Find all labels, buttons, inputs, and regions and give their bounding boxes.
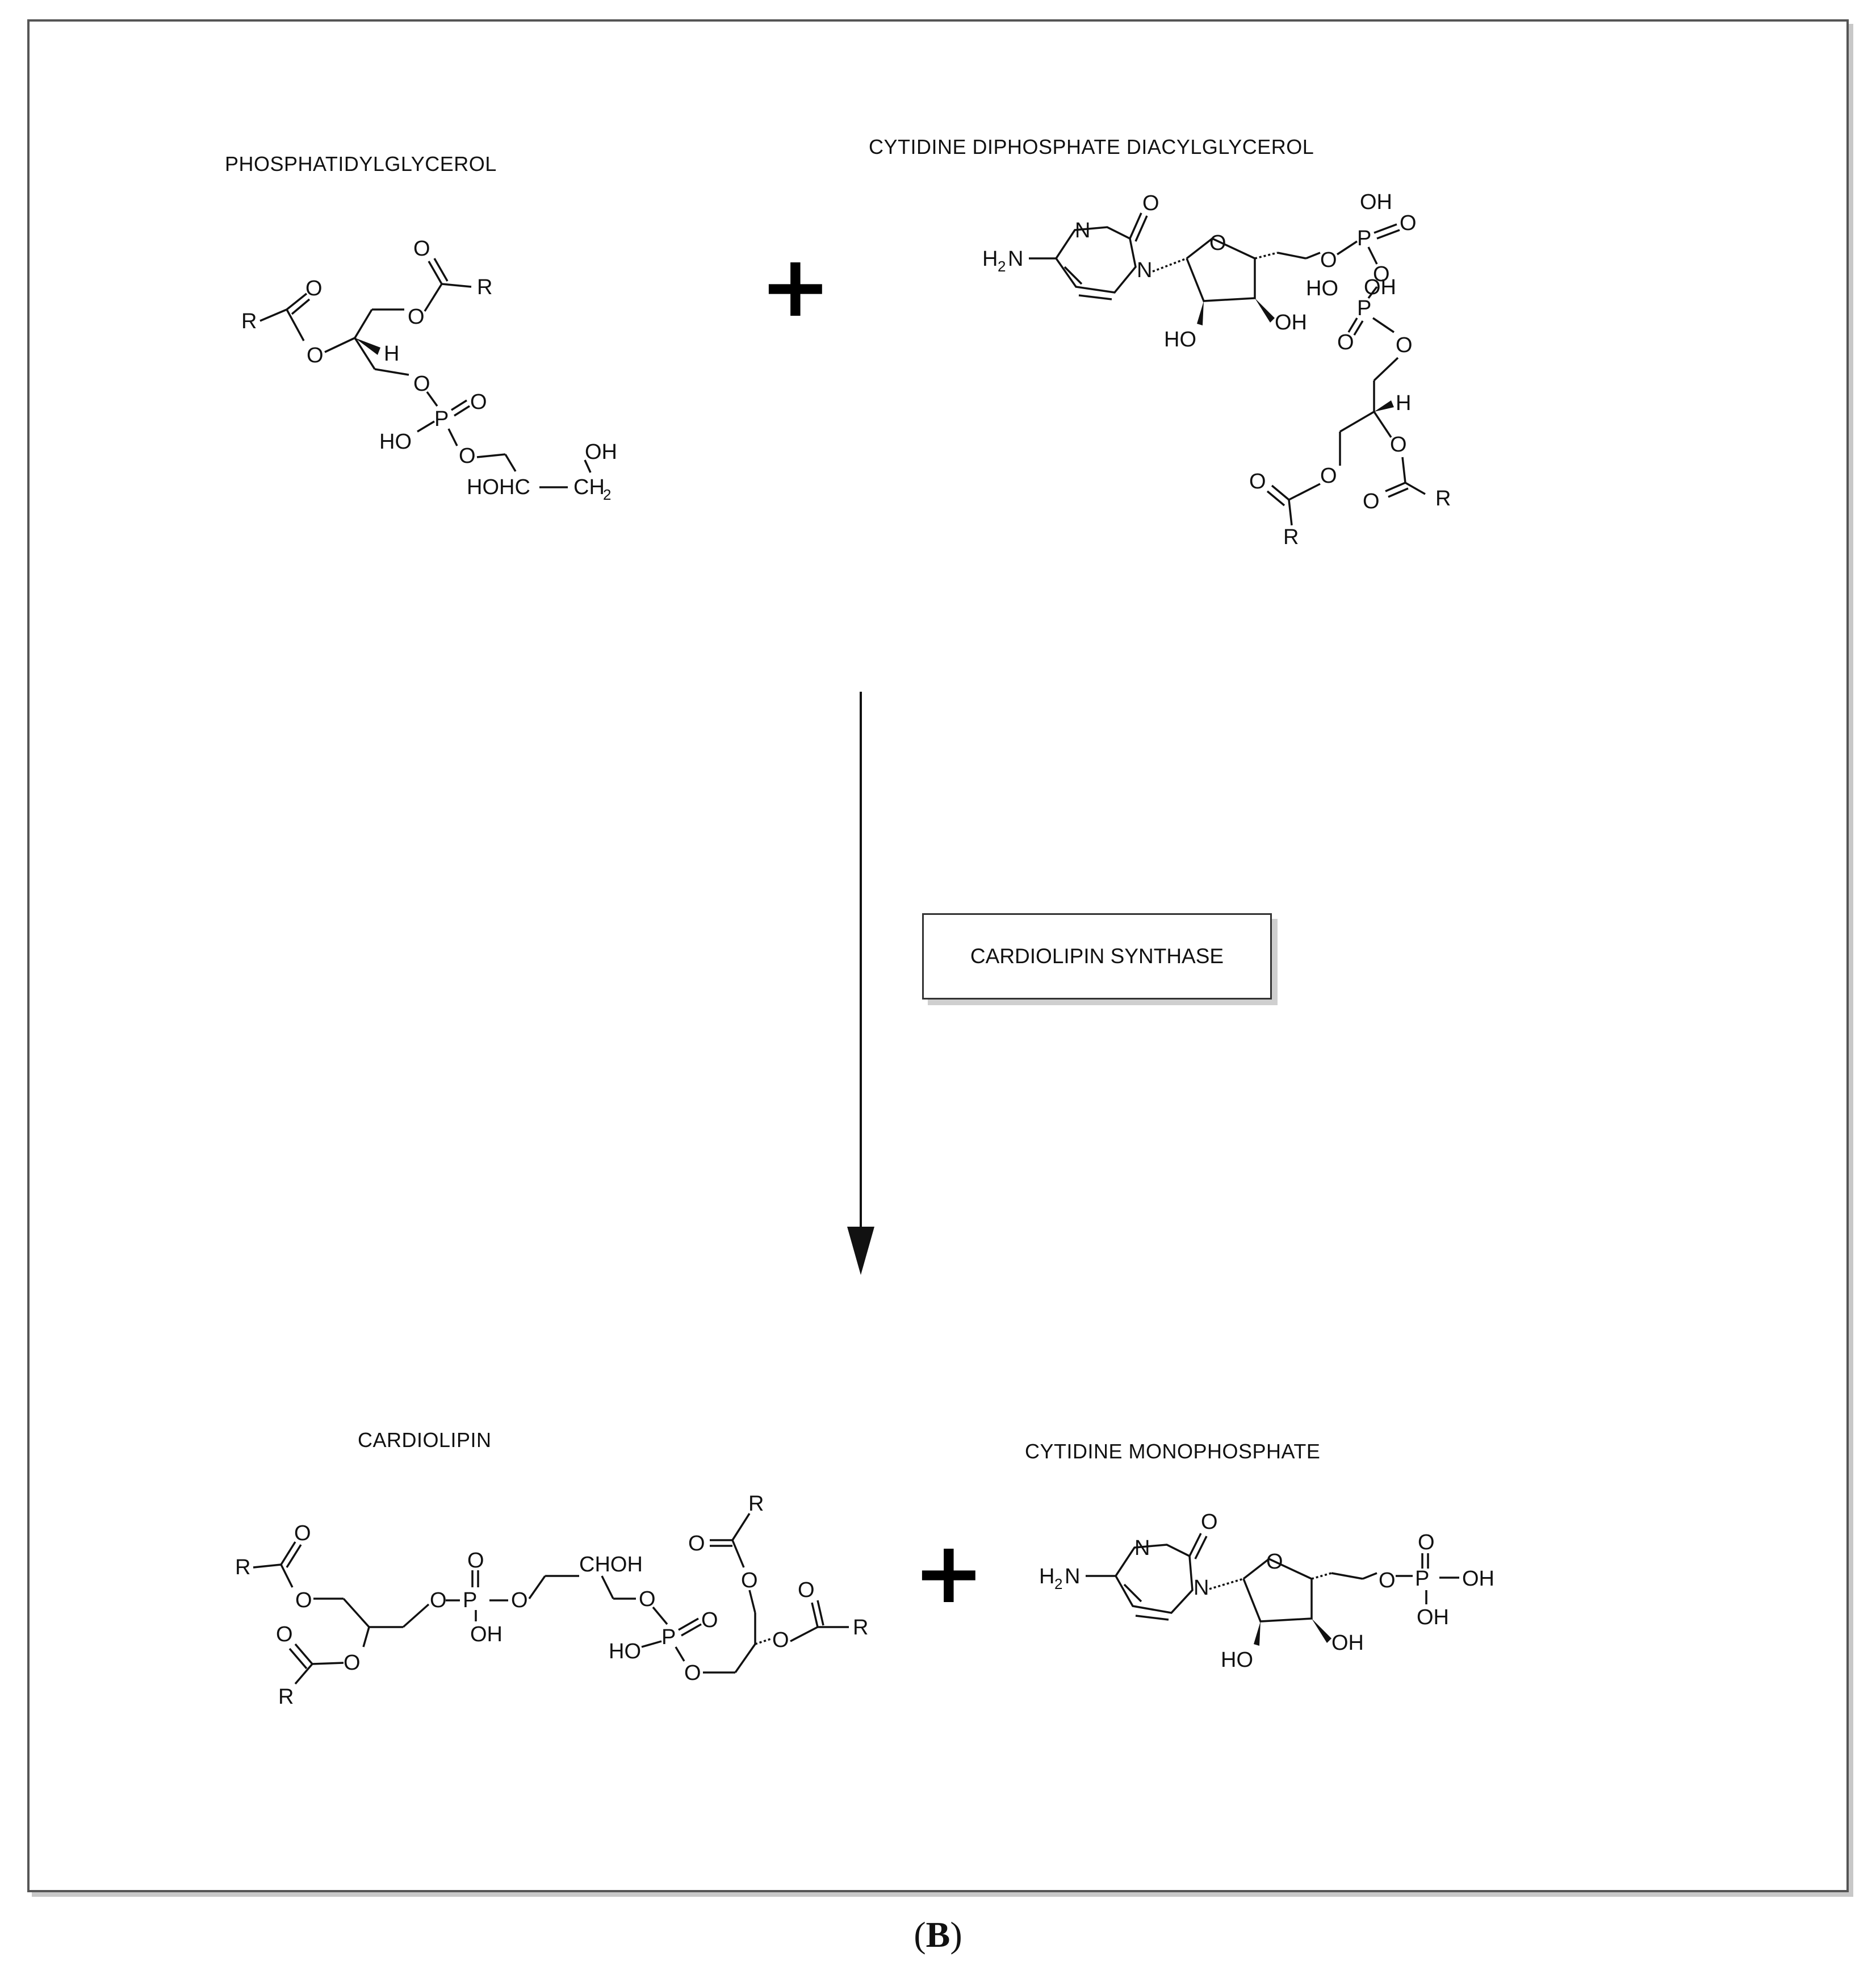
svg-text:HO: HO	[379, 430, 412, 454]
svg-text:R: R	[278, 1685, 294, 1709]
svg-text:R: R	[748, 1492, 764, 1516]
svg-text:O: O	[639, 1587, 656, 1611]
svg-text:HO: HO	[1164, 328, 1196, 352]
reaction-arrow	[847, 692, 874, 1275]
svg-text:O: O	[1337, 331, 1354, 354]
svg-text:H: H	[1396, 391, 1411, 415]
svg-text:P: P	[1357, 227, 1371, 250]
svg-text:O: O	[1373, 262, 1390, 286]
cardiolipin-structure: R O O O O O R P O OH O CHOH O P	[235, 1492, 868, 1709]
svg-text:O: O	[1266, 1550, 1283, 1574]
svg-text:O: O	[1249, 470, 1266, 494]
svg-text:OH: OH	[1360, 190, 1392, 214]
svg-text:OH: OH	[1417, 1605, 1449, 1629]
svg-text:N: N	[1134, 1536, 1150, 1560]
svg-text:P: P	[1357, 296, 1371, 320]
product-right-name: CYTIDINE MONOPHOSPHATE	[1025, 1440, 1321, 1463]
svg-text:O: O	[1142, 191, 1159, 215]
svg-text:O: O	[1201, 1510, 1218, 1534]
reactant-left-name: PHOSPHATIDYLGLYCEROL	[225, 152, 497, 175]
svg-text:O: O	[741, 1569, 758, 1592]
svg-text:O: O	[459, 444, 476, 468]
svg-text:O: O	[307, 344, 324, 367]
svg-text:N: N	[1065, 1565, 1080, 1588]
svg-text:HO: HO	[609, 1640, 641, 1663]
svg-text:R: R	[477, 275, 492, 299]
svg-text:N: N	[1137, 258, 1152, 282]
svg-text:P: P	[434, 407, 449, 431]
svg-text:O: O	[294, 1521, 311, 1545]
enzyme-label: CARDIOLIPIN SYNTHASE	[970, 944, 1224, 968]
svg-text:H: H	[1039, 1565, 1054, 1588]
svg-text:R: R	[241, 310, 257, 333]
reactant-plus-sign: +	[760, 237, 831, 336]
svg-text:R: R	[235, 1556, 250, 1579]
svg-text:N: N	[1075, 219, 1090, 242]
svg-text:O: O	[276, 1623, 293, 1646]
svg-text:OH: OH	[1364, 275, 1396, 299]
svg-text:O: O	[470, 390, 487, 414]
svg-text:O: O	[1320, 248, 1337, 272]
svg-text:O: O	[798, 1578, 815, 1602]
cdp-diacylglycerol-structure: H 2 N N O N O HO OH O P OH O O P HO OH	[982, 190, 1451, 549]
svg-text:O: O	[1390, 433, 1407, 457]
svg-text:P: P	[661, 1625, 676, 1649]
svg-text:P: P	[463, 1588, 477, 1612]
panel-letter: B	[926, 1914, 950, 1955]
svg-text:O: O	[701, 1608, 718, 1632]
svg-text:H: H	[384, 342, 399, 366]
svg-text:O: O	[1379, 1569, 1396, 1592]
svg-text:O: O	[305, 277, 323, 300]
svg-text:O: O	[1209, 231, 1226, 255]
svg-text:CHOH: CHOH	[579, 1553, 643, 1577]
svg-text:R: R	[1435, 487, 1451, 511]
svg-text:OH: OH	[1331, 1631, 1364, 1655]
svg-text:OH: OH	[585, 440, 617, 464]
svg-text:O: O	[295, 1588, 312, 1612]
svg-text:N: N	[1194, 1576, 1209, 1600]
svg-text:O: O	[1400, 211, 1417, 235]
product-plus-sign: +	[913, 1524, 985, 1623]
svg-text:O: O	[684, 1661, 701, 1685]
svg-text:CH: CH	[573, 475, 605, 499]
svg-text:HO: HO	[1306, 277, 1338, 300]
svg-text:N: N	[1008, 247, 1023, 271]
svg-text:O: O	[1320, 464, 1337, 488]
svg-text:O: O	[772, 1628, 789, 1652]
svg-text:2: 2	[1054, 1575, 1062, 1592]
svg-text:R: R	[1283, 525, 1299, 549]
svg-text:O: O	[1396, 333, 1413, 357]
svg-text:2: 2	[603, 486, 611, 503]
svg-text:OH: OH	[1462, 1567, 1494, 1591]
svg-text:P: P	[1415, 1567, 1429, 1591]
svg-text:OH: OH	[470, 1623, 503, 1646]
svg-text:O: O	[511, 1588, 528, 1612]
svg-text:O: O	[1363, 490, 1380, 513]
svg-text:2: 2	[998, 258, 1006, 275]
svg-text:O: O	[413, 237, 430, 261]
svg-text:O: O	[408, 305, 425, 329]
product-left-name: CARDIOLIPIN	[358, 1428, 492, 1452]
panel-label: (B)	[914, 1914, 962, 1955]
svg-text:O: O	[1418, 1531, 1435, 1554]
cytidine-monophosphate-structure: H 2 N N O N O HO OH O P O OH OH	[1039, 1510, 1494, 1672]
svg-text:O: O	[688, 1532, 705, 1556]
svg-text:HO: HO	[1221, 1648, 1253, 1672]
svg-text:O: O	[430, 1588, 447, 1612]
svg-text:O: O	[467, 1549, 484, 1573]
svg-text:OH: OH	[1275, 311, 1307, 334]
svg-text:R: R	[853, 1616, 868, 1640]
enzyme-box: CARDIOLIPIN SYNTHASE	[922, 913, 1272, 1000]
svg-text:H: H	[982, 247, 998, 271]
phosphatidylglycerol-structure: R O O H O O R O P O HO O HOHC CH 2	[241, 237, 617, 503]
svg-text:HOHC: HOHC	[467, 475, 530, 499]
reactant-right-name: CYTIDINE DIPHOSPHATE DIACYLGLYCEROL	[869, 135, 1314, 158]
svg-text:O: O	[344, 1651, 361, 1675]
